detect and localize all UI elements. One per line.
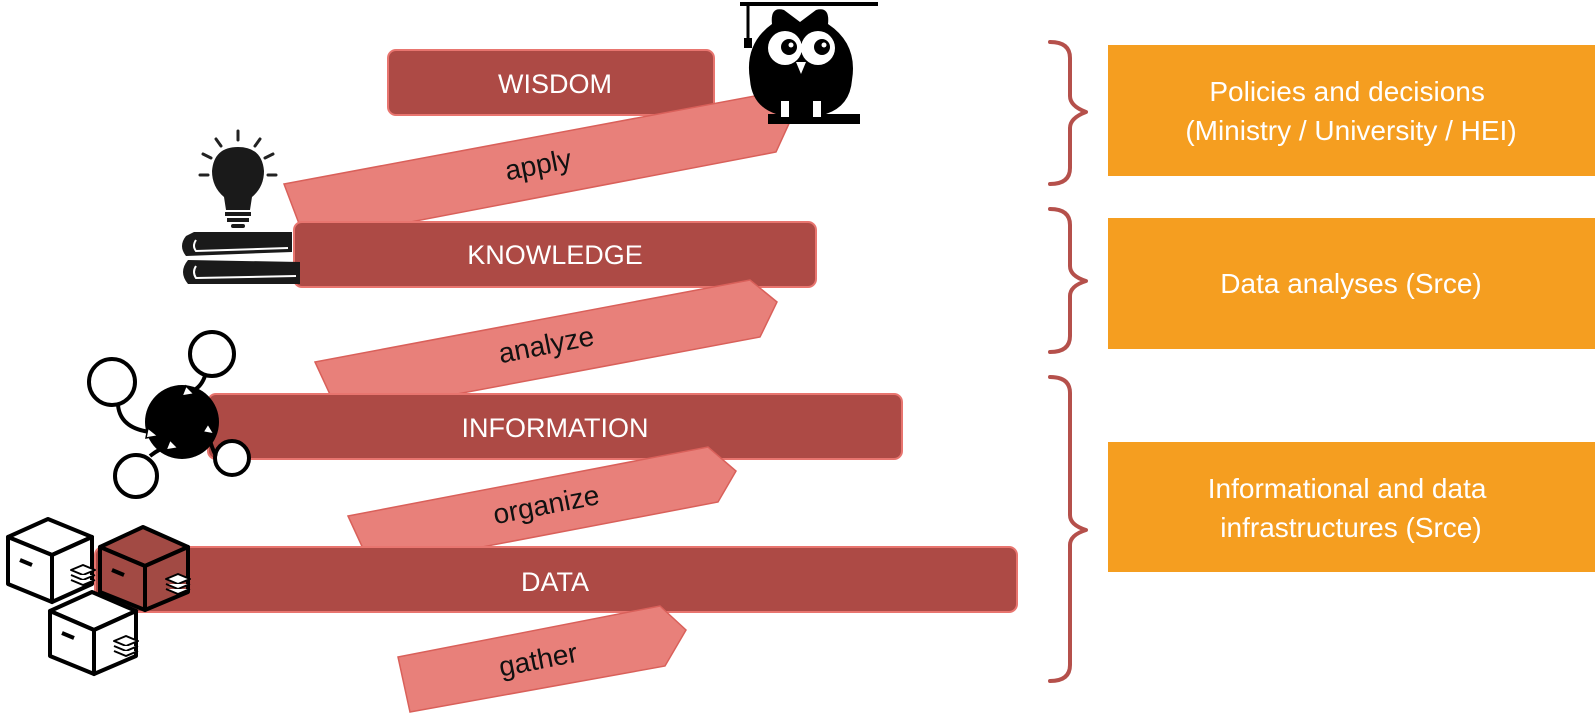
data-boxes-icon: [6, 517, 191, 676]
bracket-infrastructures: [1048, 375, 1088, 683]
action-arrow-gather: gather: [397, 605, 687, 713]
box-policies-line-2: (Ministry / University / HEI): [1185, 115, 1516, 146]
level-label-information: INFORMATION: [462, 413, 649, 443]
box-policies-line-1: Policies and decisions: [1209, 76, 1485, 107]
level-bar-wisdom: WISDOM: [387, 49, 715, 116]
box-analyses: Data analyses (Srce): [1108, 218, 1595, 349]
box-infrastructures-line-2: infrastructures (Srce): [1220, 512, 1481, 543]
level-bar-knowledge: KNOWLEDGE: [293, 221, 817, 288]
action-arrow-analyze: analyze: [313, 279, 778, 417]
lightbulb-books-icon: [182, 129, 300, 284]
level-label-wisdom: WISDOM: [498, 69, 612, 99]
level-bar-information: INFORMATION: [207, 393, 903, 460]
level-label-data: DATA: [521, 567, 589, 597]
bracket-analyses: [1048, 207, 1088, 354]
network-nodes-icon: [87, 330, 251, 499]
svg-text:Informational and data i: Informational and data infrastructures (…: [1208, 473, 1494, 543]
svg-text:Policies and decisions (: Policies and decisions (Ministry / Unive…: [1185, 76, 1516, 146]
box-infrastructures-line-1: Informational and data: [1208, 473, 1487, 504]
level-label-knowledge: KNOWLEDGE: [467, 240, 643, 270]
box-analyses-line-1: Data analyses (Srce): [1220, 268, 1481, 299]
action-arrow-organize: organize: [346, 446, 737, 569]
bracket-policies: [1048, 40, 1088, 186]
level-bar-data: DATA: [94, 546, 1018, 613]
box-infrastructures: Informational and data infrastructures (…: [1108, 442, 1595, 572]
action-arrow-apply: apply: [282, 94, 793, 243]
owl-graduate-icon: [740, 2, 878, 124]
box-policies: Policies and decisions (Ministry / Unive…: [1108, 45, 1595, 176]
